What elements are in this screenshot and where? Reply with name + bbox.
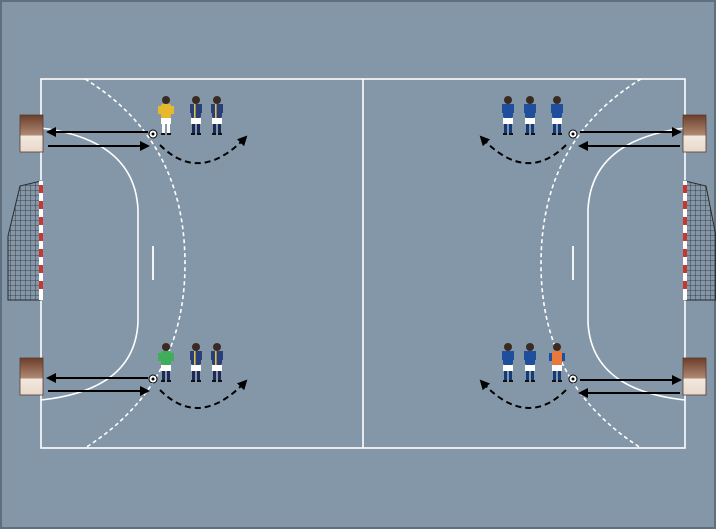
cone-box-icon <box>20 115 43 152</box>
cone-box-icon <box>683 115 706 152</box>
cone-box-icon <box>20 358 43 395</box>
cone-box-icon <box>683 358 706 395</box>
